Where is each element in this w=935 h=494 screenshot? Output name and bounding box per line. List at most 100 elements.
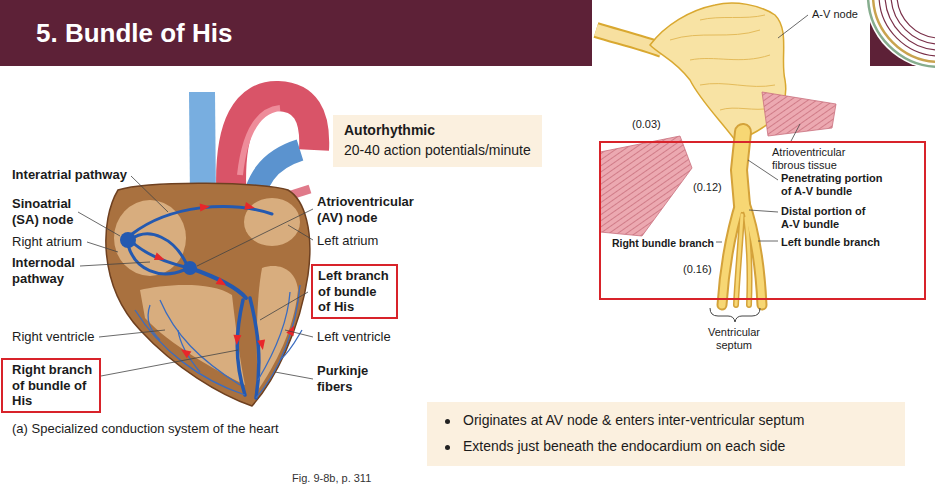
fiber — [135, 310, 245, 395]
leader-line — [80, 262, 150, 266]
fibrous-tissue — [762, 92, 836, 136]
arrowhead — [154, 253, 166, 264]
part-label: Distal portion of A-V bundle — [781, 205, 876, 230]
leader-line — [285, 330, 313, 337]
part-label: Interatrial pathway — [12, 167, 127, 183]
bullet-item: Originates at AV node & enters inter-ven… — [441, 411, 891, 431]
leader-line — [778, 15, 808, 38]
corner-decoration — [865, 0, 935, 70]
aorta-highlight — [240, 108, 280, 175]
left-ventricle-chamber — [257, 266, 298, 390]
arrowhead — [233, 335, 242, 346]
part-label: Right ventricle — [12, 329, 94, 345]
part-label: Left bundle branch — [781, 236, 880, 249]
part-label: Right atrium — [12, 234, 82, 250]
bundle-fibers — [722, 132, 762, 305]
callout-number: (0.03) — [632, 118, 661, 131]
fiber — [178, 330, 200, 372]
arrowhead — [179, 346, 192, 358]
fiber — [160, 300, 240, 385]
bullet-text: Extends just beneath the endocardium on … — [463, 437, 785, 457]
bullet-dot — [445, 419, 450, 424]
highlight-box: Right branch of bundle of His — [1, 358, 101, 413]
leader-line — [716, 242, 722, 243]
branch-core — [736, 215, 742, 305]
part-label: Atrioventricular fibrous tissue — [772, 146, 857, 171]
texture-line — [690, 55, 770, 60]
leader-line — [260, 292, 308, 320]
decor-arc — [885, 0, 935, 50]
arrowhead — [200, 203, 211, 212]
leader-line — [758, 241, 778, 242]
arrowhead — [257, 339, 267, 350]
node-texture — [670, 15, 775, 110]
decor-arc — [891, 0, 935, 44]
leader-line — [87, 242, 118, 252]
slide-title: 5. Bundle of His — [36, 16, 232, 50]
branch-core — [744, 200, 762, 305]
bullet-text: Originates at AV node & enters inter-ven… — [463, 411, 804, 431]
decor-arc — [868, 0, 935, 67]
leader-line — [99, 330, 165, 337]
part-label: Purkinje fibers — [317, 363, 379, 394]
part-label: A-V node — [812, 8, 858, 21]
texture-line — [700, 15, 765, 20]
branch-outline — [746, 218, 750, 305]
decor-arc — [873, 0, 935, 62]
texture-line — [700, 84, 775, 87]
purkinje-fibers — [135, 285, 302, 398]
right-bundle-branch — [237, 300, 245, 395]
conduction-paths — [128, 206, 272, 398]
texture-line — [670, 30, 760, 40]
bullet-dot — [445, 445, 450, 450]
part-label: Right branch of bundle of His — [12, 362, 94, 409]
interatrial-path — [132, 206, 272, 234]
av-node — [183, 261, 197, 275]
part-label: Sinoatrial (SA) node — [12, 196, 92, 227]
highlight-box: Left branch of bundle of His — [311, 264, 398, 319]
part-label: Penetrating portion of A-V bundle — [781, 172, 889, 197]
box-text: 20-40 action potentials/minute — [344, 141, 531, 161]
leader-line — [197, 209, 313, 266]
decor-disc — [865, 0, 935, 70]
fiber — [148, 305, 160, 340]
leader-line — [131, 176, 168, 212]
sa-node — [120, 232, 136, 248]
leader-line — [288, 225, 313, 240]
arrowhead — [216, 277, 229, 289]
part-label: Left atrium — [317, 233, 378, 249]
decor-arc — [897, 0, 935, 38]
box-heading: Autorhythmic — [344, 121, 531, 141]
part-label: Atrioventricular (AV) node — [317, 194, 427, 225]
fibrous-tissue — [600, 136, 692, 236]
septum-bracket — [710, 308, 760, 322]
texture-line — [720, 108, 770, 110]
branch-outline — [744, 200, 762, 305]
highlight-frame: Atrioventricular fibrous tissue(0.12)Pen… — [599, 141, 926, 300]
bundle-of-his — [190, 268, 246, 298]
impulse-arrows — [154, 202, 298, 358]
arrowhead — [286, 324, 297, 336]
part-label: Right bundle branch — [612, 237, 714, 249]
bullet-box: Originates at AV node & enters inter-ven… — [427, 402, 905, 466]
leader-line — [749, 210, 778, 212]
leader-lines — [78, 176, 313, 379]
left-bundle-branch — [250, 298, 259, 398]
figure-caption: (a) Specialized conduction system of the… — [12, 421, 279, 437]
part-label: Internodal pathway — [12, 255, 90, 286]
branch-outline — [722, 200, 741, 305]
right-ventricle-chamber — [140, 285, 245, 385]
decor-arc — [879, 0, 935, 56]
branch-core — [746, 218, 750, 305]
fiber — [256, 285, 300, 398]
branch-outline — [736, 215, 742, 305]
leader-line — [275, 372, 313, 379]
part-label: Left branch of bundle of His — [318, 268, 391, 315]
part-label: Ventricular septum — [704, 326, 764, 351]
figure-reference: Fig. 9-8b, p. 311 — [292, 472, 371, 485]
internodal-path — [130, 234, 186, 263]
internodal-path — [128, 245, 184, 274]
arrowhead — [244, 202, 255, 212]
leader-line — [78, 212, 120, 236]
